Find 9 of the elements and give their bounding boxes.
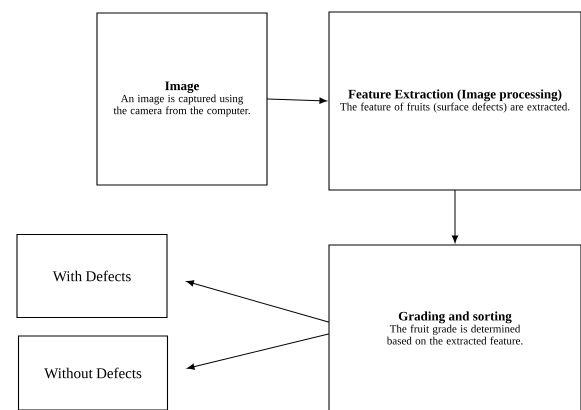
result-box: Without Defects <box>18 335 168 410</box>
arrow <box>186 334 329 370</box>
arrow <box>186 280 329 322</box>
arrow <box>267 98 327 104</box>
result-box: With Defects <box>16 234 168 318</box>
process-box: Grading and sorting The fruit grade is determined based on the extracted feature. <box>328 244 581 410</box>
process-box: Feature Extraction (Image processing) The feature of fruits (surface defects) are extracted. <box>328 11 581 191</box>
process-box: Image An image is captured using the camera from the computer. <box>96 12 268 186</box>
arrow <box>452 190 458 243</box>
